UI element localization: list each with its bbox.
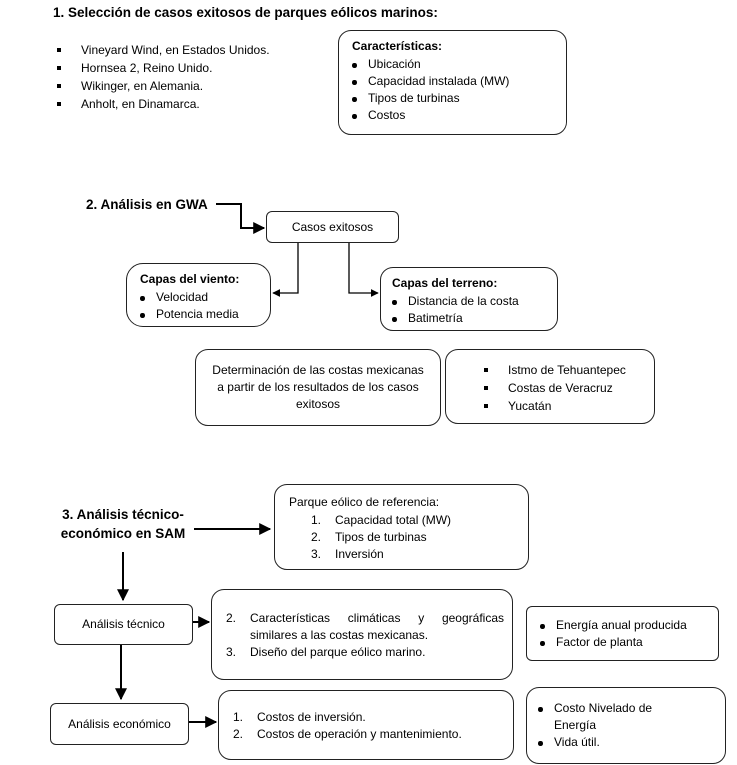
determination-text: Determinación de las costas mexicanas a …	[212, 363, 424, 411]
list-item: Yucatán	[481, 397, 651, 415]
characteristics-list: Ubicación Capacidad instalada (MW) Tipos…	[344, 56, 564, 124]
section3-heading: 3. Análisis técnico- económico en SAM	[48, 505, 198, 543]
characteristics-box: Características: Ubicación Capacidad ins…	[338, 30, 567, 135]
economic-items-list: 1.Costos de inversión. 2.Costos de opera…	[233, 709, 511, 743]
list-item: 2.Costos de operación y mantenimiento.	[233, 727, 462, 741]
section3-heading-line1: 3. Análisis técnico-	[62, 507, 184, 522]
list-item: 2.Características climáticas y geográfic…	[226, 611, 504, 642]
successful-cases-list: Vineyard Wind, en Estados Unidos. Hornse…	[54, 41, 334, 113]
determination-box: Determinación de las costas mexicanas a …	[195, 349, 441, 426]
economic-outputs-box: Costo Nivelado de Energía Vida útil.	[526, 687, 726, 764]
list-item: Energía anual producida	[532, 617, 717, 634]
list-item: Wikinger, en Alemania.	[54, 77, 334, 95]
economic-items-box: 1.Costos de inversión. 2.Costos de opera…	[218, 690, 514, 760]
list-item: Hornsea 2, Reino Unido.	[54, 59, 334, 77]
technical-analysis-box: Análisis técnico	[54, 604, 193, 645]
technical-outputs-box: Energía anual producida Factor de planta	[526, 606, 719, 661]
list-item: Capacidad instalada (MW)	[344, 73, 564, 90]
cases-to-wind-arrow	[272, 243, 299, 297]
list-item: Factor de planta	[532, 634, 717, 651]
list-item: Ubicación	[344, 56, 564, 73]
list-item: Anholt, en Dinamarca.	[54, 95, 334, 113]
reference-park-title: Parque eólico de referencia:	[289, 495, 440, 509]
list-item: Batimetría	[384, 310, 556, 327]
mexican-coasts-box: Istmo de Tehuantepec Costas de Veracruz …	[445, 349, 655, 424]
list-item: 3.Diseño del parque eólico marino.	[226, 645, 426, 659]
technical-items-box: 2.Características climáticas y geográfic…	[211, 589, 513, 680]
economic-outputs-list: Costo Nivelado de Energía Vida útil.	[530, 700, 720, 751]
list-item: Distancia de la costa	[384, 293, 556, 310]
gwa-to-cases-arrow	[216, 203, 266, 234]
list-item: Istmo de Tehuantepec	[481, 361, 651, 379]
section2-heading: 2. Análisis en GWA	[86, 197, 208, 212]
terrain-layers-list: Distancia de la costa Batimetría	[384, 293, 556, 327]
list-item: Vineyard Wind, en Estados Unidos.	[54, 41, 334, 59]
list-item: 1.Capacidad total (MW)	[311, 513, 452, 527]
list-item: Vida útil.	[530, 734, 720, 751]
wind-layers-title: Capas del viento:	[140, 272, 240, 286]
list-item: Potencia media	[132, 306, 272, 323]
technical-outputs-list: Energía anual producida Factor de planta	[532, 617, 717, 651]
terrain-layers-box: Capas del terreno: Distancia de la costa…	[380, 267, 558, 331]
list-item: 2.Tipos de turbinas	[311, 530, 427, 544]
wind-layers-list: Velocidad Potencia media	[132, 289, 272, 323]
characteristics-title: Características:	[352, 39, 443, 53]
successful-cases-box: Casos exitosos	[266, 211, 399, 243]
mexican-coasts-list: Istmo de Tehuantepec Costas de Veracruz …	[481, 361, 651, 415]
reference-park-box: Parque eólico de referencia: 1.Capacidad…	[274, 484, 529, 570]
wind-layers-box: Capas del viento: Velocidad Potencia med…	[126, 263, 271, 327]
technical-items-list: 2.Características climáticas y geográfic…	[226, 610, 504, 661]
reference-park-list: 1.Capacidad total (MW) 2.Tipos de turbin…	[311, 512, 526, 563]
cases-to-terrain-arrow	[348, 243, 379, 297]
section3-heading-line2: económico en SAM	[60, 526, 186, 541]
section1-heading: 1. Selección de casos exitosos de parque…	[53, 5, 438, 20]
list-item: Tipos de turbinas	[344, 90, 564, 107]
list-item: Costo Nivelado de Energía	[530, 700, 684, 734]
list-item: Costas de Veracruz	[481, 379, 651, 397]
terrain-layers-title: Capas del terreno:	[392, 276, 498, 290]
list-item: Costos	[344, 107, 564, 124]
list-item: 1.Costos de inversión.	[233, 710, 366, 724]
list-item: 3.Inversión	[311, 547, 384, 561]
list-item: Velocidad	[132, 289, 272, 306]
economic-analysis-box: Análisis económico	[50, 703, 189, 745]
